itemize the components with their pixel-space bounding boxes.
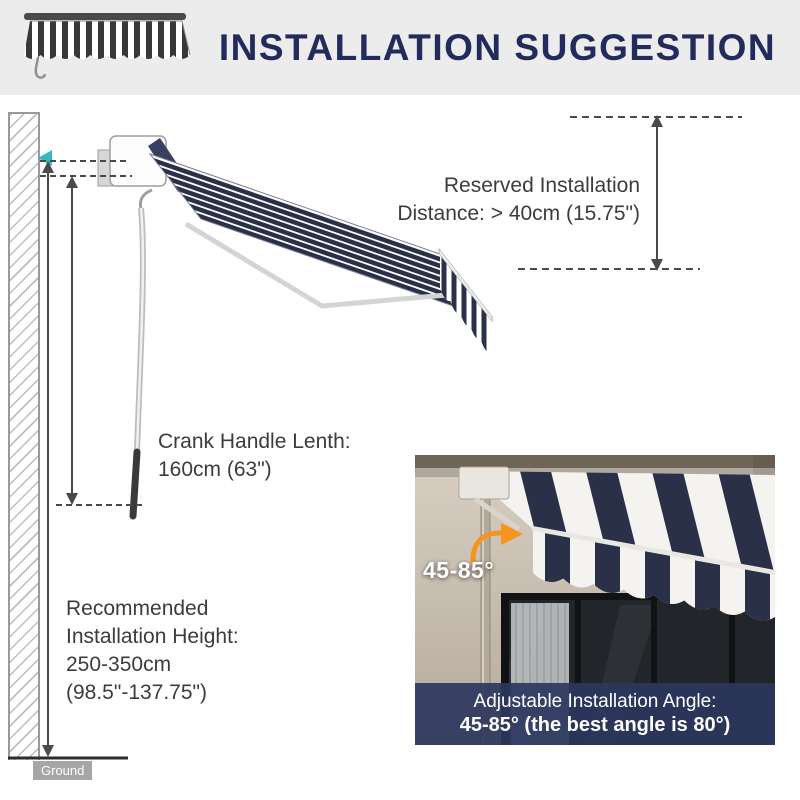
angle-arc-icon <box>470 523 523 564</box>
caption-line-2: 45-85° (the best angle is 80°) <box>459 714 731 736</box>
reserved-distance-arrow <box>518 115 742 271</box>
crank-length-note: Crank Handle Lenth: 160cm (63") <box>158 428 351 484</box>
wall-graphic <box>8 112 40 760</box>
photo-awning-fabric <box>467 471 775 573</box>
height-line-1: Recommended <box>66 597 209 620</box>
header-banner: INSTALLATION SUGGESTION <box>0 0 800 95</box>
caption-line-1: Adjustable Installation Angle: <box>473 691 717 712</box>
reserved-line-1: Reserved Installation <box>443 174 640 197</box>
crank-length-arrow <box>40 175 142 506</box>
wall-height-marker-icon <box>38 150 52 166</box>
height-line-4: (98.5"-137.75") <box>66 680 207 704</box>
crank-line-1: Crank Handle Lenth: <box>158 430 351 453</box>
awning-thumbnail-icon <box>24 13 191 79</box>
reserved-distance-note: Reserved Installation Distance: > 40cm (… <box>397 172 640 228</box>
page-title: INSTALLATION SUGGESTION <box>218 26 777 68</box>
installation-height-note: Recommended Installation Height: 250-350… <box>66 595 239 707</box>
photo-caption: Adjustable Installation Angle: 45-85° (t… <box>415 683 775 745</box>
photo-awning-cassette <box>458 466 510 500</box>
installation-height-arrow <box>40 160 128 757</box>
installation-photo: 45-85° Adjustable Installation Angle: 45… <box>415 455 775 745</box>
ground-label: Ground <box>33 761 93 780</box>
reserved-line-2: Distance: > 40cm (15.75") <box>397 201 640 225</box>
photo-awning-valance <box>532 525 775 623</box>
awning-valance <box>438 247 493 357</box>
height-line-3: 250-350cm <box>66 652 172 676</box>
awning-illustration <box>97 135 493 357</box>
crank-handle <box>129 188 153 520</box>
height-line-2: Installation Height: <box>66 624 239 648</box>
awning-fabric <box>150 154 491 319</box>
angle-label: 45-85° <box>423 557 495 583</box>
crank-line-2: 160cm (63") <box>158 457 272 481</box>
awning-arm <box>184 221 459 309</box>
